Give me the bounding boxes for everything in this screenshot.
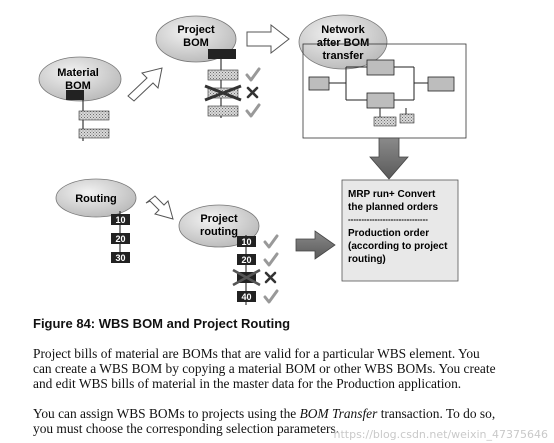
result-line-4: (according to project bbox=[348, 241, 448, 252]
check-icon bbox=[263, 234, 279, 249]
result-line-5: routing) bbox=[348, 254, 386, 265]
project-bom-node: Project BOM bbox=[155, 15, 261, 118]
x-icon bbox=[246, 86, 259, 99]
project-routing-op-label: 40 bbox=[241, 292, 251, 302]
arrow-network-to-result bbox=[369, 137, 409, 180]
arrow-material-to-project-bom bbox=[127, 67, 163, 102]
routing-label: Routing bbox=[75, 193, 117, 205]
figure-caption: Figure 84: WBS BOM and Project Routing bbox=[33, 316, 291, 331]
watermark: https://blog.csdn.net/weixin_47375646 bbox=[333, 428, 548, 441]
bom-transfer-term: BOM Transfer bbox=[299, 406, 378, 421]
routing-operation bbox=[111, 233, 130, 244]
check-icon bbox=[245, 67, 261, 82]
network-graph bbox=[328, 66, 428, 101]
material-bom-label-1: Material bbox=[57, 67, 99, 79]
routing-op-label: 30 bbox=[115, 253, 125, 263]
project-routing-op-label: 20 bbox=[241, 255, 251, 265]
material-bom-item bbox=[78, 128, 110, 139]
network-activity bbox=[308, 76, 330, 91]
project-bom-header-block bbox=[208, 49, 236, 59]
paragraph-2-text: transaction. To do so, bbox=[377, 406, 496, 421]
project-routing-operation bbox=[237, 254, 256, 265]
check-icon bbox=[245, 103, 261, 118]
network-activity bbox=[427, 76, 455, 92]
project-routing-operation bbox=[237, 236, 256, 247]
project-bom-label-1: Project bbox=[177, 24, 215, 36]
result-separator: ------------------------------ bbox=[348, 215, 428, 224]
project-routing-op-label: 10 bbox=[241, 237, 251, 247]
network-activity bbox=[366, 92, 395, 109]
network-component bbox=[399, 113, 415, 124]
project-bom-label-2: BOM bbox=[183, 37, 209, 49]
routing-op-label: 20 bbox=[115, 234, 125, 244]
paragraph-1-line: Project bills of material are BOMs that … bbox=[33, 346, 480, 361]
x-icon bbox=[264, 271, 277, 284]
paragraph-1-line: can create a WBS BOM by copying a materi… bbox=[33, 361, 496, 376]
routing-node: Routing 10 20 30 bbox=[55, 178, 137, 263]
network-activity bbox=[366, 59, 395, 76]
paragraph-1-line: and edit WBS bills of material in the ma… bbox=[33, 376, 462, 391]
paragraph-1: Project bills of material are BOMs that … bbox=[33, 346, 548, 391]
material-bom-node: Material BOM bbox=[38, 56, 122, 141]
check-icon bbox=[263, 252, 279, 267]
project-routing-operation bbox=[237, 291, 256, 302]
arrow-project-bom-to-network bbox=[246, 23, 290, 55]
routing-op-label: 10 bbox=[115, 215, 125, 225]
paragraph-2-text: You can assign WBS BOMs to projects usin… bbox=[33, 406, 300, 421]
project-routing-label-1: Project bbox=[200, 213, 238, 225]
material-bom-header-block bbox=[66, 90, 84, 100]
network-label-2: after BOM bbox=[317, 37, 370, 49]
project-bom-item bbox=[207, 69, 239, 81]
project-routing-label-2: routing bbox=[200, 226, 238, 238]
network-node: Network after BOM transfer bbox=[298, 14, 467, 139]
material-bom-label-2: BOM bbox=[65, 80, 91, 92]
paragraph-2: You can assign WBS BOMs to projects usin… bbox=[33, 406, 548, 436]
routing-operation bbox=[111, 214, 130, 225]
result-line-3: Production order bbox=[348, 228, 429, 239]
paragraph-2-line: you must choose the corresponding select… bbox=[33, 421, 340, 436]
result-box: MRP run+ Convert the planned orders ----… bbox=[341, 179, 459, 282]
result-line-1: MRP run+ Convert bbox=[348, 189, 436, 200]
project-routing-node: Project routing 10 20 40 bbox=[178, 204, 279, 305]
material-bom-item bbox=[78, 110, 110, 121]
deleted-cross-mark bbox=[232, 268, 261, 287]
project-bom-item bbox=[207, 105, 239, 117]
routing-operation bbox=[111, 252, 130, 263]
check-icon bbox=[263, 289, 279, 304]
arrow-routing-to-project-routing bbox=[145, 195, 174, 220]
network-label-1: Network bbox=[321, 24, 365, 36]
deleted-cross-mark bbox=[204, 84, 242, 102]
arrow-project-routing-to-result bbox=[295, 230, 336, 260]
network-component bbox=[373, 116, 397, 127]
diagram: Material BOM Project BOM Network after B… bbox=[38, 14, 467, 305]
network-label-3: transfer bbox=[323, 50, 365, 62]
result-line-2: the planned orders bbox=[348, 202, 438, 213]
